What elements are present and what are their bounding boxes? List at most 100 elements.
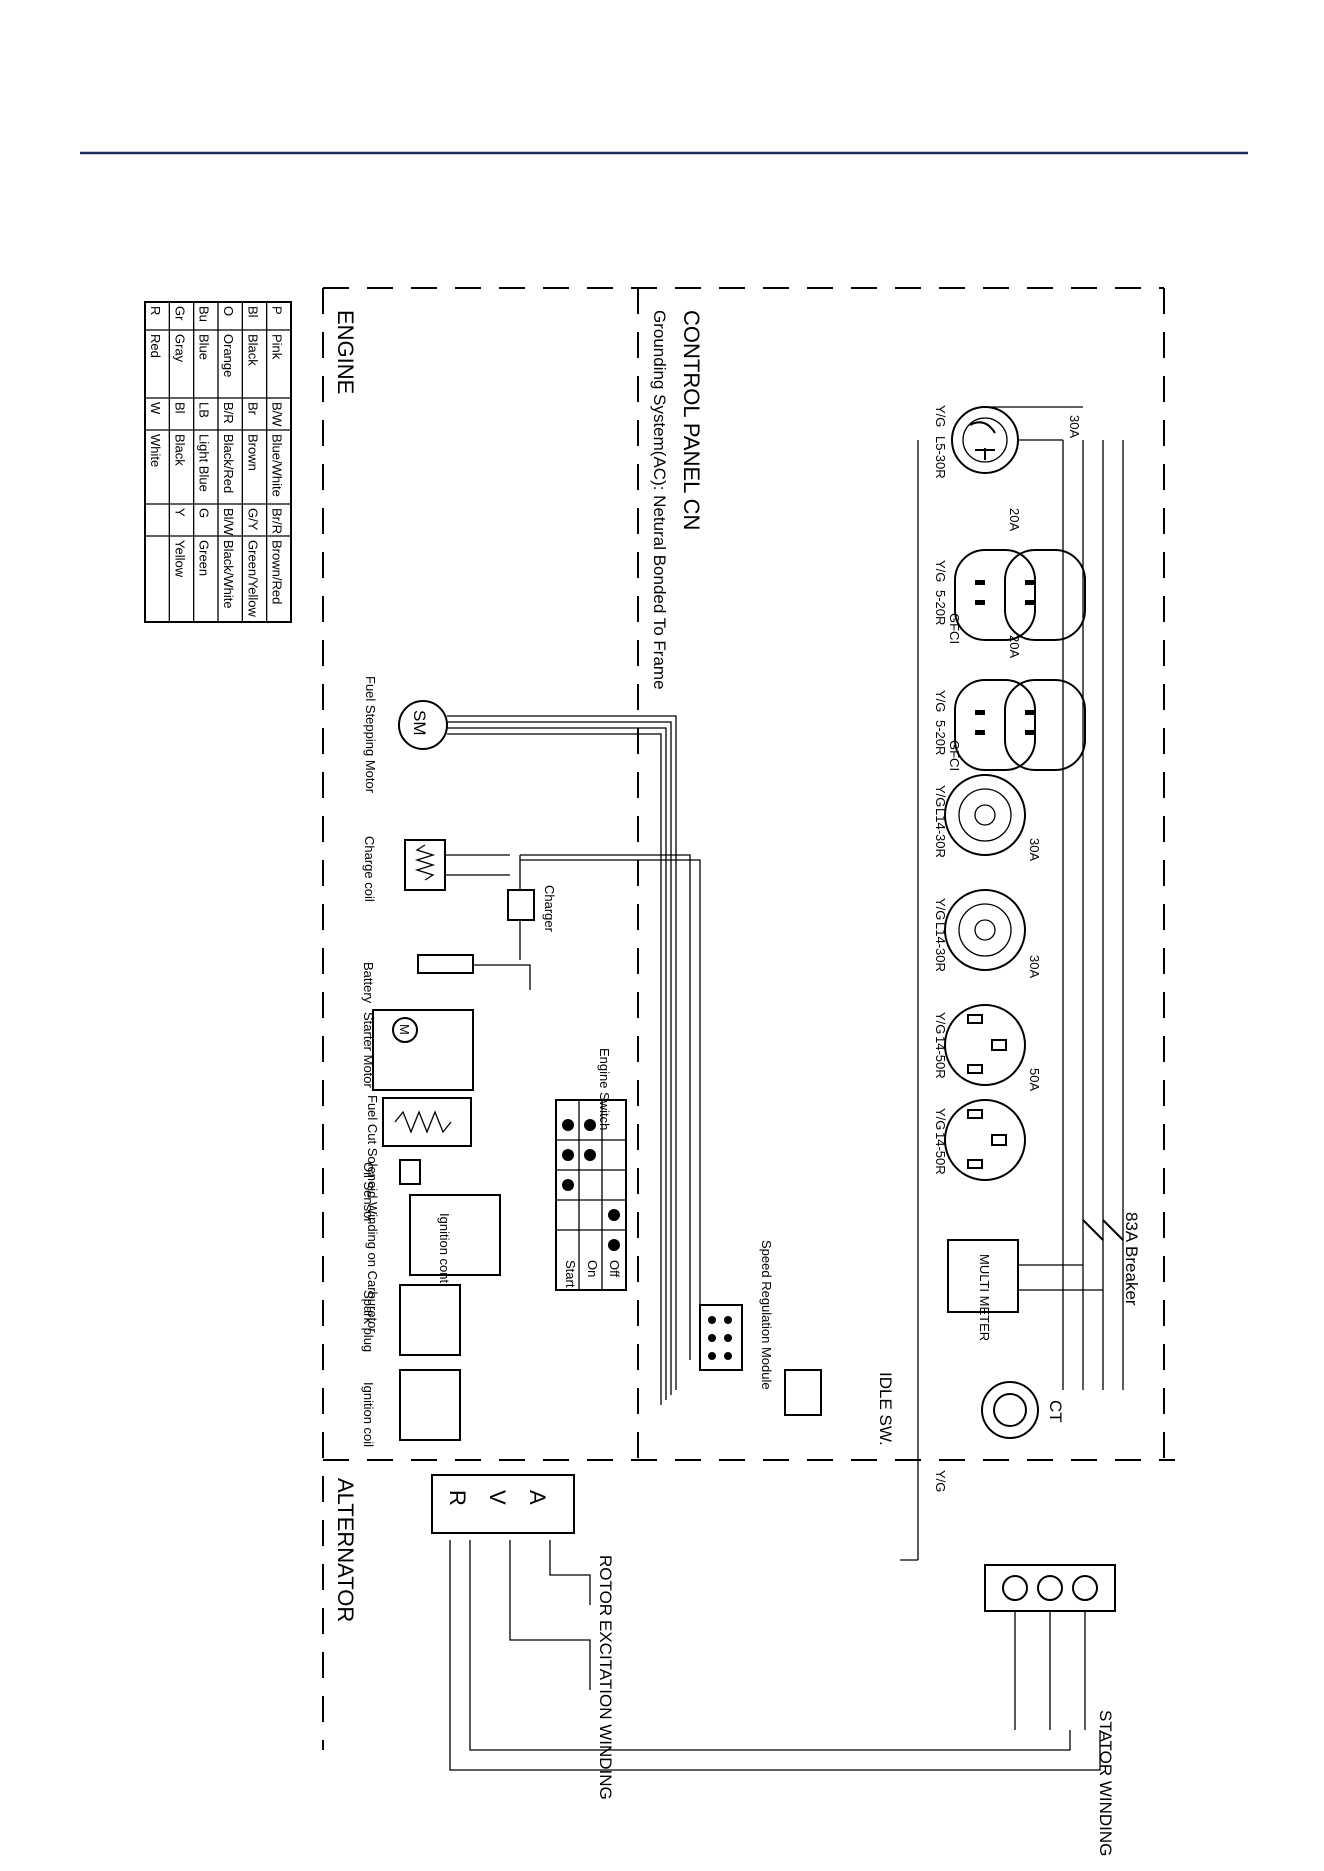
svg-text:SM: SM xyxy=(410,710,429,736)
svg-text:Speed Regulation Module: Speed Regulation Module xyxy=(759,1240,774,1390)
svg-text:Y/G: Y/G xyxy=(933,690,948,712)
spark-plug: Spark plug xyxy=(361,1284,461,1356)
svg-text:GFCI: GFCI xyxy=(947,740,962,771)
legend-cell: Blue xyxy=(197,334,212,360)
legend-cell: Blue/White xyxy=(270,434,285,497)
legend-cell: Green xyxy=(197,540,212,576)
rotor: ROTOR xyxy=(549,1540,615,1616)
svg-text:On: On xyxy=(585,1260,600,1277)
legend-cell: Orange xyxy=(221,334,236,377)
avr: A V R xyxy=(431,1474,575,1534)
oil-sensor: Oil Sensor xyxy=(361,1159,421,1223)
svg-text:Ignition control: Ignition control xyxy=(437,1213,452,1298)
legend-cell: Brown/Red xyxy=(270,540,285,604)
svg-text:L5-30R: L5-30R xyxy=(933,436,948,479)
legend-cell: Black xyxy=(245,334,260,366)
svg-text:MULTI METER: MULTI METER xyxy=(977,1254,992,1341)
legend-cell: Black/White xyxy=(221,540,236,609)
svg-text:V: V xyxy=(485,1490,510,1505)
svg-text:Y/G: Y/G xyxy=(933,1470,948,1492)
section-control-panel-title: CONTROL PANEL CN xyxy=(679,310,704,530)
legend-cell: Y xyxy=(172,508,187,517)
grounding-note: Grounding System(AC): Netural Bonded To … xyxy=(650,310,669,690)
svg-text:Spark plug: Spark plug xyxy=(361,1290,376,1352)
svg-text:L14-30R: L14-30R xyxy=(933,808,948,858)
legend-cell: Pink xyxy=(270,334,285,360)
svg-text:IDLE SW.: IDLE SW. xyxy=(876,1372,895,1446)
svg-text:Y/G: Y/G xyxy=(933,405,948,427)
legend-cell: G/Y xyxy=(245,508,260,531)
legend-cell: Black xyxy=(172,434,187,466)
svg-text:20A: 20A xyxy=(1007,508,1022,531)
idle-switch: IDLE SW. xyxy=(784,1369,895,1446)
color-legend: PPinkB/WBlue/WhiteBr/RBrown/RedBlBlackBr… xyxy=(144,301,292,623)
stator-winding: STATOR WINDING xyxy=(449,1540,1116,1856)
fuel-stepping-motor: SM Fuel Stepping Motor xyxy=(363,676,677,1405)
svg-text:Oil Sensor: Oil Sensor xyxy=(361,1162,376,1223)
engine-switch: Engine Switch Off On Start xyxy=(555,1048,627,1291)
svg-text:Y/G: Y/G xyxy=(933,1012,948,1034)
svg-text:Start: Start xyxy=(563,1260,578,1288)
legend-cell: Light Blue xyxy=(197,434,212,492)
legend-cell: B/R xyxy=(221,402,236,424)
svg-text:Y/G: Y/G xyxy=(933,785,948,807)
svg-text:Y/G: Y/G xyxy=(933,898,948,920)
svg-text:Charger: Charger xyxy=(542,885,557,933)
legend-cell: O xyxy=(221,306,236,316)
svg-text:Ignition coil: Ignition coil xyxy=(361,1382,376,1447)
battery: Battery xyxy=(361,954,531,1004)
section-alternator-title: ALTERNATOR xyxy=(333,1478,358,1622)
svg-text:L14-30R: L14-30R xyxy=(933,922,948,972)
svg-text:30A: 30A xyxy=(1027,955,1042,978)
legend-cell: R xyxy=(148,306,163,315)
ignition-coil: Ignition coil xyxy=(361,1369,461,1447)
breaker-83a: 83A Breaker xyxy=(1082,1212,1141,1306)
svg-text:5-20R: 5-20R xyxy=(933,720,948,755)
svg-text:Charge coil: Charge coil xyxy=(362,836,377,902)
legend-cell: W xyxy=(148,402,163,415)
receptacle-5-20r-gfci-1: 20A Y/G 5-20R GFCI xyxy=(933,508,1086,644)
charger: Charger xyxy=(507,854,701,1365)
svg-text:EXCITATION WINDING: EXCITATION WINDING xyxy=(596,1620,615,1800)
svg-text:30A: 30A xyxy=(1027,838,1042,861)
svg-text:30A: 30A xyxy=(1067,415,1082,438)
receptacle-l14-30r-2: 30A Y/G L14-30R xyxy=(933,889,1042,978)
starter-motor: M Starter Motor xyxy=(361,1009,474,1091)
svg-text:STATOR WINDING: STATOR WINDING xyxy=(1096,1710,1115,1856)
legend-cell: P xyxy=(270,306,285,315)
svg-text:Starter Motor: Starter Motor xyxy=(361,1012,376,1089)
speed-regulation-module: Speed Regulation Module xyxy=(699,1240,774,1390)
legend-cell: Black/Red xyxy=(221,434,236,493)
legend-cell: G xyxy=(197,508,212,518)
svg-text:R: R xyxy=(445,1490,470,1506)
legend-cell: Bl xyxy=(245,306,260,318)
legend-cell: LB xyxy=(197,402,212,418)
legend-cell: B/W xyxy=(270,402,285,427)
svg-text:GFCI: GFCI xyxy=(947,613,962,644)
svg-text:CT: CT xyxy=(1046,1400,1065,1423)
svg-text:ROTOR: ROTOR xyxy=(596,1555,615,1616)
legend-cell: Br/R xyxy=(270,508,285,534)
legend-cell: White xyxy=(148,434,163,467)
legend-cell: Bl xyxy=(172,402,187,414)
receptacle-14-50r-1: 50A Y/G 14-50R xyxy=(933,1004,1042,1091)
svg-text:20A: 20A xyxy=(1007,635,1022,658)
charge-coil: Charge coil xyxy=(362,836,510,902)
legend-cell: Green/Yellow xyxy=(245,540,260,617)
legend-cell: Bl/W xyxy=(221,508,236,536)
legend-cell: Br xyxy=(245,402,260,416)
svg-text:14-50R: 14-50R xyxy=(933,1132,948,1175)
ignition-control: Ignition control xyxy=(409,1194,501,1298)
excitation-winding: EXCITATION WINDING xyxy=(509,1540,615,1800)
legend-cell: Brown xyxy=(245,434,260,471)
svg-text:50A: 50A xyxy=(1027,1068,1042,1091)
svg-text:Fuel Stepping Motor: Fuel Stepping Motor xyxy=(363,676,378,794)
multimeter: MULTI METER xyxy=(947,1239,1103,1341)
section-engine-title: ENGINE xyxy=(333,310,358,394)
receptacle-5-20r-gfci-2: 20A Y/G 5-20R GFCI xyxy=(933,635,1086,771)
legend-cell: Gray xyxy=(172,334,187,363)
svg-text:A: A xyxy=(525,1490,550,1505)
fuel-cut-solenoid: Fuel Cut Solenoid Winding on Carburetor xyxy=(365,1095,472,1333)
svg-text:83A Breaker: 83A Breaker xyxy=(1122,1212,1141,1306)
